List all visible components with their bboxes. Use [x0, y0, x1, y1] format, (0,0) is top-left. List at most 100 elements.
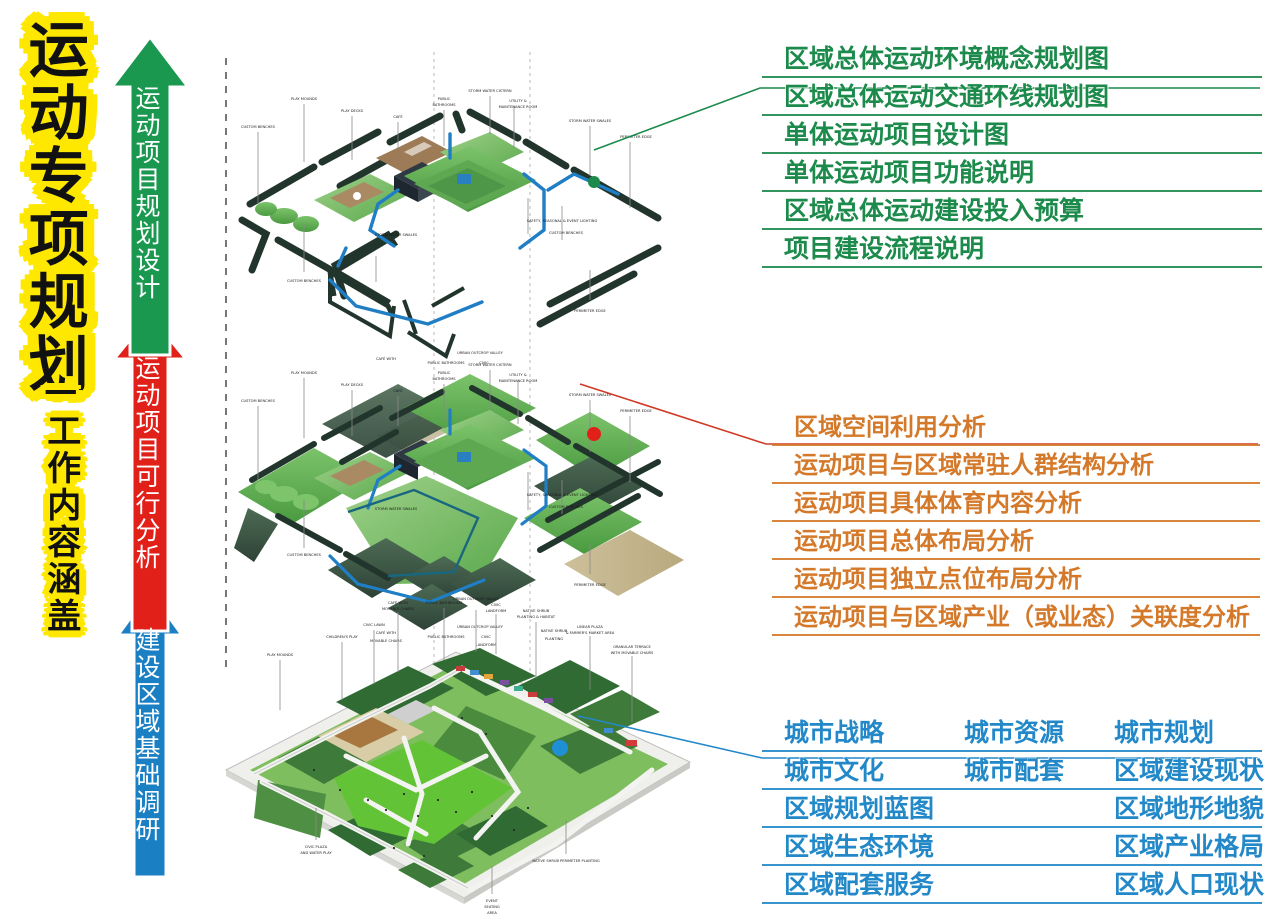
svg-text:CIVIC PLAZA: CIVIC PLAZA — [305, 845, 328, 849]
list-item[interactable]: 区域总体运动环境概念规划图 — [762, 40, 1262, 78]
page-subtitle: —工作内容涵盖 — [40, 370, 81, 635]
page-title: 运动专项规划 — [18, 18, 89, 396]
list-item[interactable]: 城市文化城市配套区域建设现状 — [762, 752, 1265, 790]
row-underline — [772, 596, 1260, 598]
svg-text:SAFETY, SEASONAL & EVENT LIGHT: SAFETY, SEASONAL & EVENT LIGHTING — [527, 219, 598, 223]
row-label-a: 城市战略 — [784, 718, 885, 747]
svg-text:PLAY MOUNDS: PLAY MOUNDS — [291, 371, 318, 375]
deliverables-list-planning: 区域总体运动环境概念规划图 区域总体运动交通环线规划图 单体运动项目设计图 单体… — [762, 40, 1262, 268]
svg-text:STORM WATER CISTERN: STORM WATER CISTERN — [468, 363, 511, 367]
row-underline — [772, 520, 1260, 522]
svg-text:PLAY MOUNDS: PLAY MOUNDS — [291, 97, 318, 101]
row-label: 单体运动项目功能说明 — [784, 158, 1035, 187]
list-item[interactable]: 区域总体运动交通环线规划图 — [762, 78, 1262, 116]
svg-text:MAINTENANCE ROOM: MAINTENANCE ROOM — [499, 105, 538, 109]
svg-text:SAFETY, SEASONAL & EVENT LIGHT: SAFETY, SEASONAL & EVENT LIGHTING — [527, 493, 598, 497]
list-item[interactable]: 单体运动项目设计图 — [762, 116, 1262, 154]
row-label: 运动项目具体体育内容分析 — [794, 489, 1082, 517]
list-item[interactable]: 区域空间利用分析 — [772, 408, 1260, 446]
exploded-axonometric-illustration: CUSTOM BENCHES PLAY MOUNDS PLAY DECKS CA… — [218, 34, 718, 918]
svg-text:PLAY DECKS: PLAY DECKS — [341, 109, 364, 113]
row-label-a: 区域生态环境 — [784, 832, 935, 861]
row-label: 运动项目与区域产业（或业态）关联度分析 — [794, 603, 1250, 631]
list-item[interactable]: 区域生态环境区域产业格局 — [762, 828, 1264, 866]
illustration-svg: CUSTOM BENCHES PLAY MOUNDS PLAY DECKS CA… — [224, 52, 692, 915]
list-item[interactable]: 运动项目独立点位布局分析 — [772, 560, 1260, 598]
row-underline — [762, 152, 1262, 154]
svg-text:PLANTING & HABITAT: PLANTING & HABITAT — [517, 615, 556, 619]
svg-text:& FARMER'S MARKET AREA: & FARMER'S MARKET AREA — [566, 631, 615, 635]
row-label: 运动项目总体布局分析 — [794, 527, 1034, 555]
row-label: 区域空间利用分析 — [794, 413, 986, 441]
layer-top: CUSTOM BENCHES PLAY MOUNDS PLAY DECKS CA… — [238, 89, 662, 365]
svg-text:AREA: AREA — [487, 911, 497, 915]
svg-text:PERIMETER EDGE: PERIMETER EDGE — [574, 309, 606, 313]
svg-text:CUSTOM BENCHES: CUSTOM BENCHES — [287, 279, 322, 283]
svg-text:PUBLIC: PUBLIC — [438, 371, 451, 375]
svg-text:LANDFORM: LANDFORM — [486, 609, 507, 613]
row-label-b: 城市资源 — [964, 718, 1065, 747]
svg-text:URBAN OUTCROP VALLEY: URBAN OUTCROP VALLEY — [457, 625, 503, 629]
svg-text:PERIMETER EDGE: PERIMETER EDGE — [620, 409, 652, 413]
svg-text:CIVIC LAWN: CIVIC LAWN — [363, 623, 385, 627]
process-arrow-stack: 运动项目规划设计 运动项目可行分析 建设区域基础调研 — [100, 25, 200, 905]
svg-text:CHILDREN'S PLAY: CHILDREN'S PLAY — [326, 635, 358, 639]
svg-text:CIVIC: CIVIC — [479, 361, 489, 365]
list-item[interactable]: 区域总体运动建设投入预算 — [762, 192, 1262, 230]
list-item[interactable]: 项目建设流程说明 — [762, 230, 1262, 268]
svg-text:CIVIC: CIVIC — [481, 635, 491, 639]
row-label: 运动项目独立点位布局分析 — [794, 565, 1082, 593]
row-underline — [762, 750, 1262, 752]
list-item[interactable]: 运动项目与区域常驻人群结构分析 — [772, 446, 1260, 484]
svg-text:CIVIC: CIVIC — [491, 603, 501, 607]
svg-text:CUSTOM BENCHES: CUSTOM BENCHES — [549, 505, 584, 509]
row-label: 项目建设流程说明 — [784, 234, 985, 263]
row-underline — [772, 482, 1260, 484]
deliverables-list-research: 城市战略城市资源城市规划 城市文化城市配套区域建设现状 区域规划蓝图区域地形地貌… — [762, 714, 1265, 904]
svg-text:CAFÉ WITH: CAFÉ WITH — [388, 600, 408, 605]
svg-text:MAINTENANCE ROOM: MAINTENANCE ROOM — [499, 379, 538, 383]
row-underline — [762, 266, 1262, 268]
svg-text:LINEAR PLAZA: LINEAR PLAZA — [577, 625, 603, 629]
svg-text:CAFÉ: CAFÉ — [393, 388, 403, 393]
arrow-label-feasibility: 运动项目可行分析 — [132, 355, 161, 571]
row-underline — [762, 228, 1262, 230]
svg-text:PUBLIC BATHROOMS: PUBLIC BATHROOMS — [425, 601, 463, 605]
svg-text:UTILITY &: UTILITY & — [509, 99, 526, 103]
row-label-a: 区域配套服务 — [784, 870, 935, 899]
row-label-a: 区域规划蓝图 — [784, 794, 935, 823]
row-underline — [762, 788, 1262, 790]
deliverables-list-feasibility: 区域空间利用分析 运动项目与区域常驻人群结构分析 运动项目具体体育内容分析 运动… — [772, 408, 1260, 636]
svg-text:CAFÉ WITH: CAFÉ WITH — [376, 630, 396, 635]
svg-text:URBAN OUTCROP VALLEY: URBAN OUTCROP VALLEY — [457, 351, 503, 355]
layer-middle: CUSTOM BENCHES PLAY MOUNDS PLAY DECKS CA… — [234, 363, 684, 647]
arrow-shapes — [108, 34, 192, 879]
svg-text:NATIVE SHRUB: NATIVE SHRUB — [541, 629, 568, 633]
hotspot-dot-red — [587, 427, 601, 441]
row-label: 区域总体运动交通环线规划图 — [784, 82, 1110, 111]
list-item[interactable]: 运动项目与区域产业（或业态）关联度分析 — [772, 598, 1260, 636]
row-underline — [762, 190, 1262, 192]
list-item[interactable]: 城市战略城市资源城市规划 — [762, 714, 1262, 752]
svg-text:STORM WATER SWALES: STORM WATER SWALES — [375, 507, 418, 511]
list-item[interactable]: 运动项目总体布局分析 — [772, 522, 1260, 560]
svg-text:PUBLIC BATHROOMS: PUBLIC BATHROOMS — [427, 361, 465, 365]
svg-text:STORM WATER SWALES: STORM WATER SWALES — [375, 233, 418, 237]
svg-text:MOVABLE CHAIRS: MOVABLE CHAIRS — [370, 639, 403, 643]
list-item[interactable]: 区域规划蓝图区域地形地貌 — [762, 790, 1264, 828]
svg-text:PUBLIC BATHROOMS: PUBLIC BATHROOMS — [427, 635, 465, 639]
layer-bottom: PLAY MOUNDS CHILDREN'S PLAY CIVIC LAWN C… — [224, 597, 692, 915]
list-item[interactable]: 单体运动项目功能说明 — [762, 154, 1262, 192]
row-underline — [772, 634, 1260, 636]
row-label-a: 城市文化 — [784, 756, 885, 785]
list-item[interactable]: 运动项目具体体育内容分析 — [772, 484, 1260, 522]
row-label-c: 区域建设现状 — [1114, 756, 1265, 785]
row-label: 区域总体运动建设投入预算 — [784, 196, 1085, 225]
row-underline — [762, 902, 1262, 904]
list-item[interactable]: 区域配套服务区域人口现状 — [762, 866, 1264, 904]
svg-text:BATHROOMS: BATHROOMS — [432, 103, 456, 107]
svg-text:STORM WATER SWALES: STORM WATER SWALES — [569, 119, 612, 123]
row-label: 区域总体运动环境概念规划图 — [784, 44, 1110, 73]
svg-text:PLAY MOUNDS: PLAY MOUNDS — [267, 653, 294, 657]
